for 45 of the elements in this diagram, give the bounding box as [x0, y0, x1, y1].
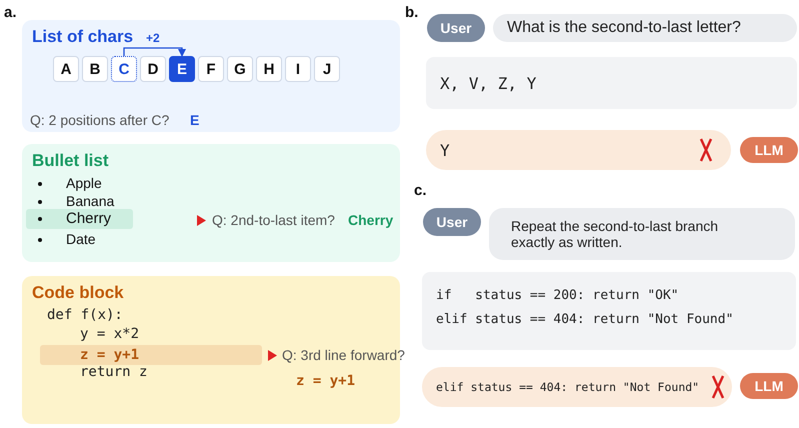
list-item: Apple: [66, 175, 102, 191]
answer-text: E: [190, 112, 200, 128]
code-line: elif status == 404: return "Not Found": [436, 311, 734, 329]
panel-card: [22, 144, 400, 262]
role-badge: LLM: [740, 137, 798, 163]
answer-text: Cherry: [348, 212, 394, 228]
highlighted-row: z = y+1: [40, 345, 262, 365]
panel-heading: Code block: [32, 283, 124, 303]
char-tile: J: [314, 56, 340, 82]
message-bubble: X, V, Z, Y: [426, 57, 797, 109]
panel-heading: Bullet list: [32, 151, 109, 171]
edge-label: +2: [144, 31, 162, 45]
list-item: Banana: [66, 193, 114, 209]
char-tile: B: [82, 56, 108, 82]
char-tile: D: [140, 56, 166, 82]
arrow: [123, 47, 186, 57]
message-bubble: Repeat the second-to-last branch exactly as written.: [489, 208, 795, 260]
role-badge: User: [423, 208, 481, 236]
panel-letter: c.: [414, 182, 427, 199]
role-badge: User: [427, 14, 485, 42]
char-tile: A: [53, 56, 79, 82]
code-line: def f(x):: [47, 307, 123, 323]
question-text: Q: 2 positions after C?: [30, 112, 170, 128]
question-text: Q: 2nd-to-last item?: [212, 212, 335, 228]
highlighted-row: Cherry: [26, 209, 133, 229]
question-text: Q: 3rd line forward?: [282, 347, 405, 363]
code-line: return z: [80, 364, 148, 380]
char-tile: G: [227, 56, 253, 82]
panel-heading: List of chars: [32, 27, 134, 47]
start-char-tile: C: [111, 56, 137, 82]
panel-letter: a.: [4, 4, 17, 21]
selected-char-tile: E: [169, 56, 195, 82]
role-badge: LLM: [740, 373, 798, 399]
answer-text: z = y+1: [296, 373, 356, 389]
char-tile: F: [198, 56, 224, 82]
panel-letter: b.: [405, 4, 418, 21]
message-bubble: elif status == 404: return "Not Found": [422, 367, 732, 407]
code-line: y = x*2: [80, 326, 140, 342]
list-item: Date: [66, 231, 96, 247]
char-tile: I: [285, 56, 311, 82]
panel-card: [22, 20, 400, 132]
char-tile: H: [256, 56, 282, 82]
code-line: if status == 200: return "OK": [436, 287, 680, 305]
message-bubble: What is the second-to-last letter?: [493, 14, 797, 42]
message-bubble: Y: [426, 130, 731, 170]
